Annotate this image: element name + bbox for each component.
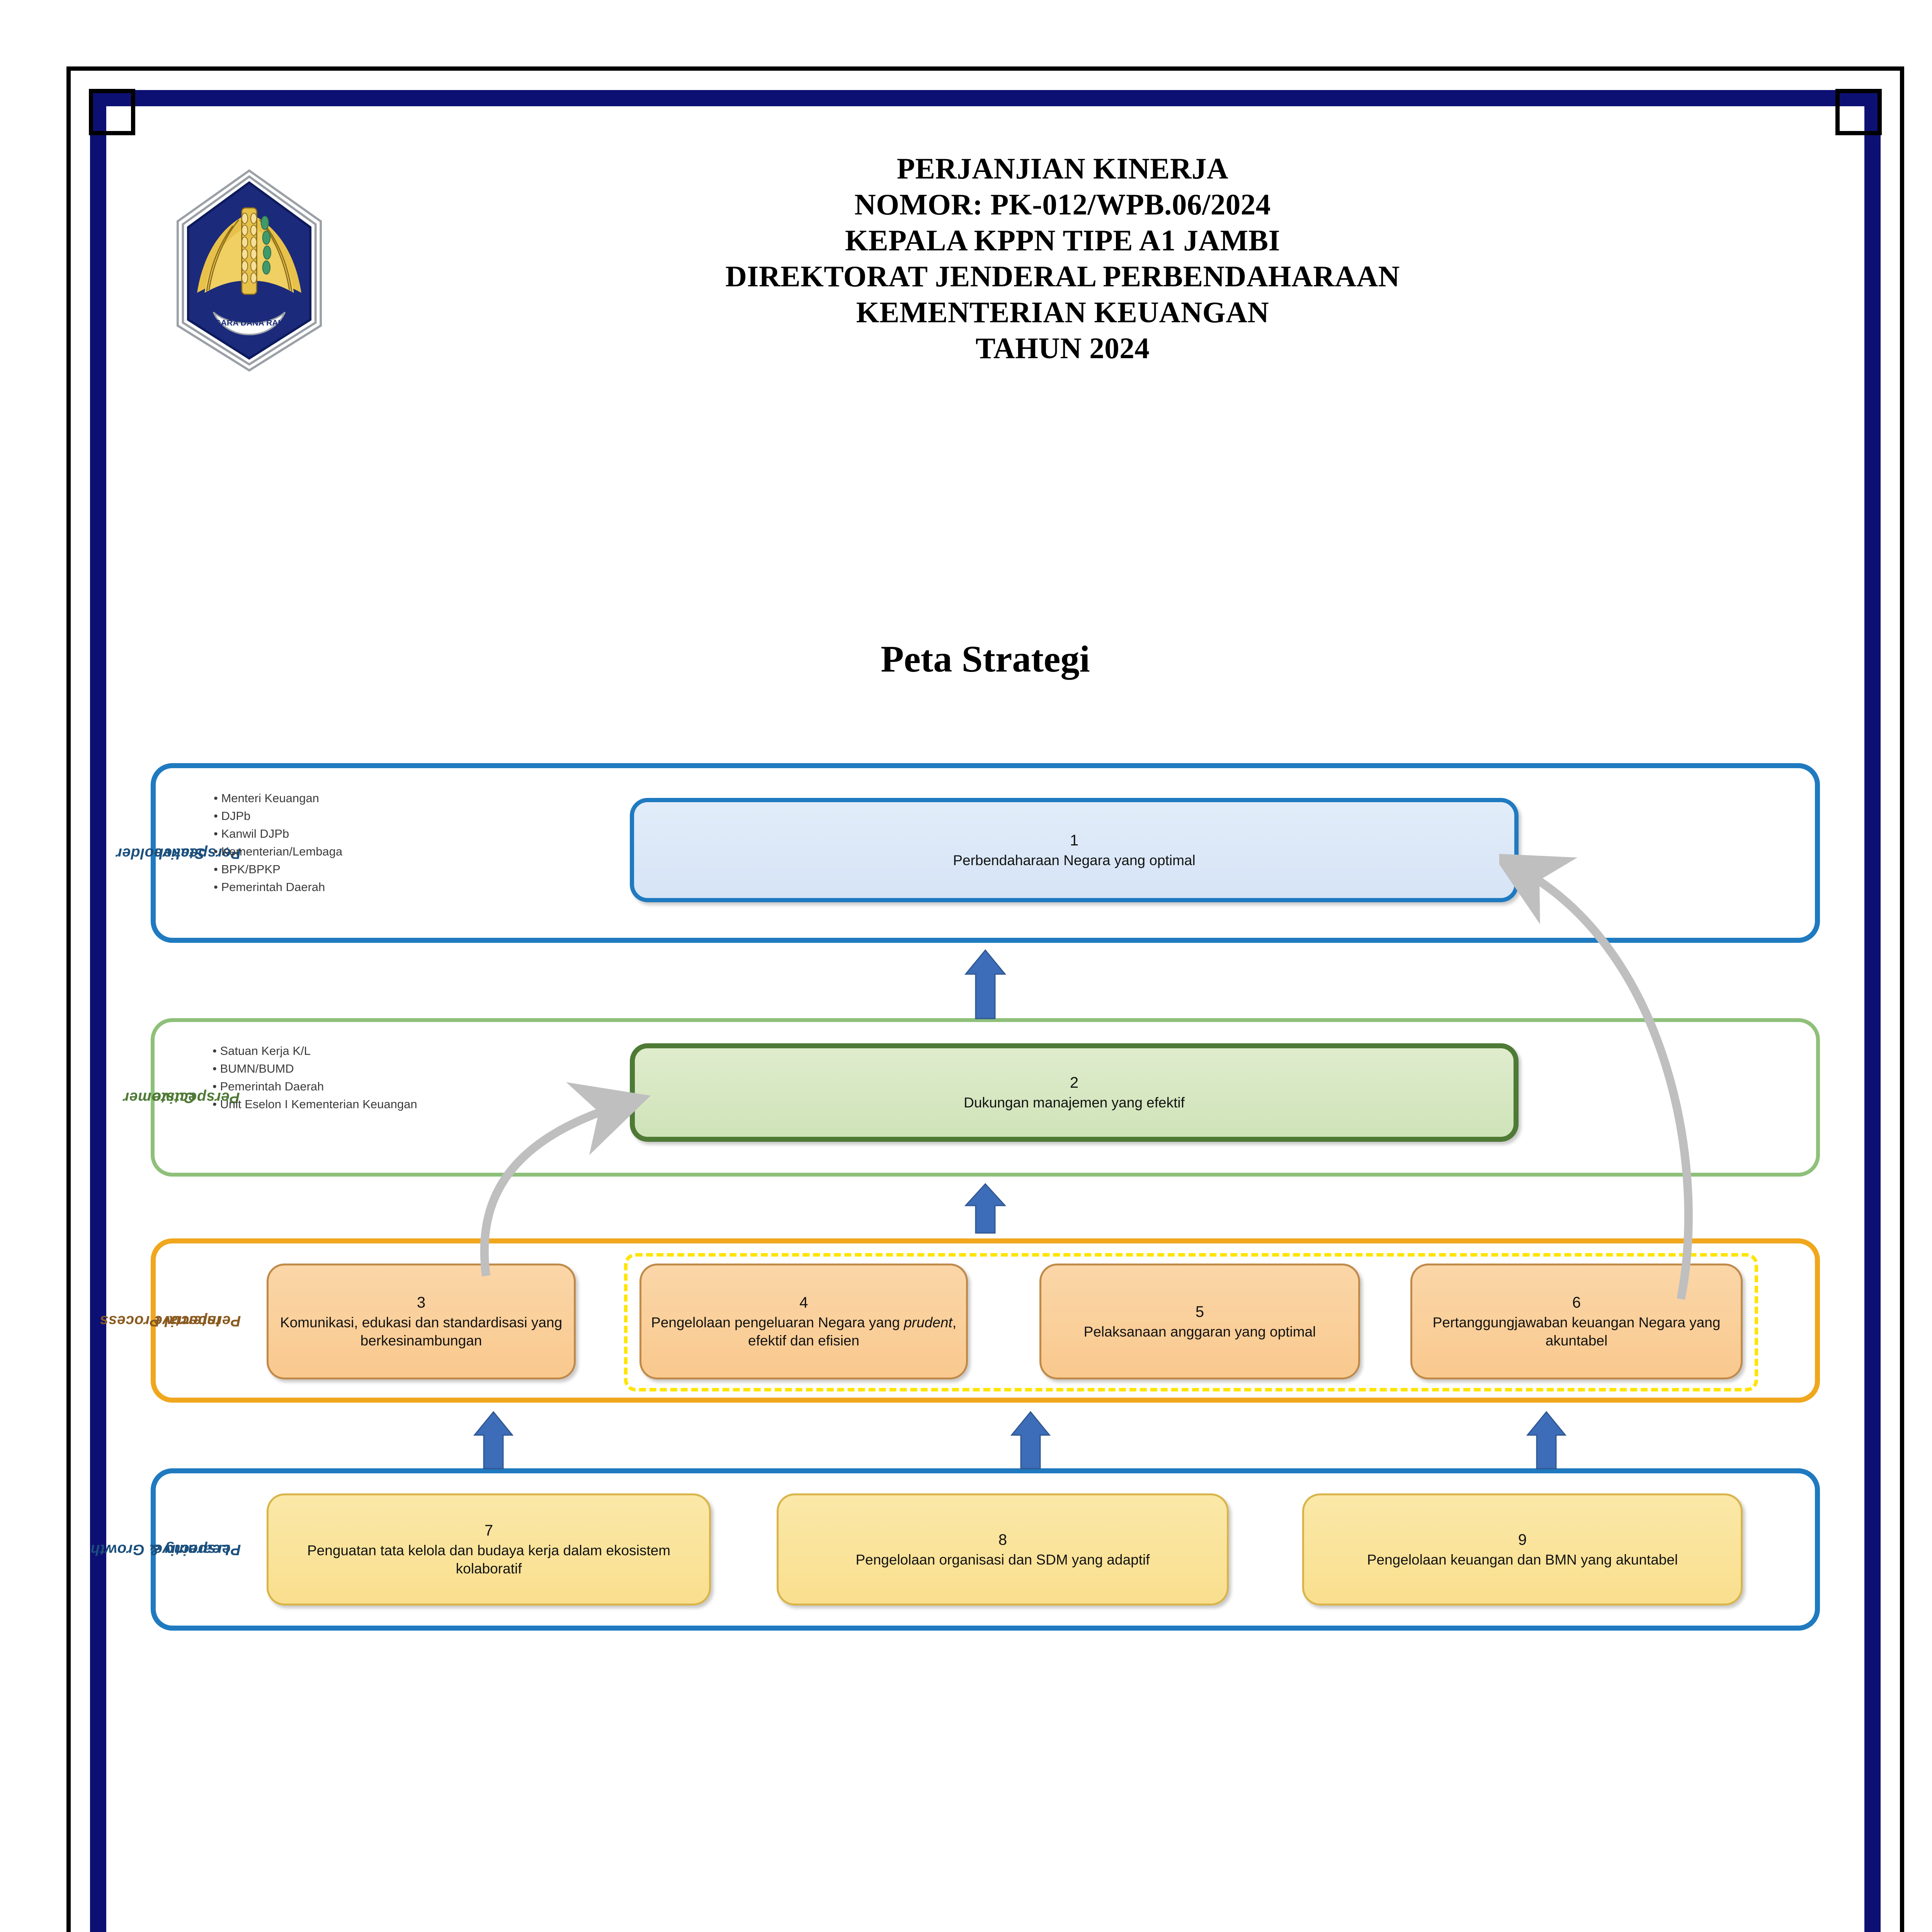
node-number: 3 (417, 1294, 426, 1311)
node-text: Pengelolaan keuangan dan BMN yang akunta… (1367, 1551, 1678, 1568)
strategy-node-2[interactable]: 2 Dukungan manajemen yang efektif (630, 1043, 1519, 1142)
curved-arrow-node6-to-node1-icon (1492, 823, 1739, 1308)
header-line-1: PERJANJIAN KINERJA (896, 152, 1229, 185)
header-line-3: KEPALA KPPN TIPE A1 JAMBI (845, 224, 1281, 257)
list-item: Satuan Kerja K/L (213, 1042, 417, 1060)
list-item: Pemerintah Daerah (213, 1078, 417, 1095)
strategy-node-3[interactable]: 3 Komunikasi, edukasi dan standardisasi … (267, 1264, 576, 1379)
arrow-up-internal-to-customer-icon (964, 1182, 1007, 1236)
list-item: Unit Eselon I Kementerian Keuangan (213, 1095, 417, 1113)
strategy-node-6[interactable]: 6 Pertanggungjawaban keuangan Negara yan… (1410, 1264, 1743, 1379)
internal-label-line2: Perspective (154, 1312, 241, 1329)
curved-arrow-node3-to-node2-icon (440, 1063, 657, 1281)
node-text: Komunikasi, edukasi dan standardisasi ya… (280, 1315, 563, 1349)
node-number: 1 (1070, 832, 1079, 849)
list-item: BUMN/BUMD (213, 1060, 417, 1078)
stakeholder-perspective-label: Stakeholder Perspective (116, 768, 241, 938)
node-text: Penguatan tata kelola dan budaya kerja d… (307, 1543, 670, 1577)
strategy-node-9[interactable]: 9 Pengelolaan keuangan dan BMN yang akun… (1302, 1493, 1743, 1605)
node-number: 7 (484, 1522, 493, 1539)
list-item: Menteri Keuangan (214, 789, 342, 807)
node-number: 8 (998, 1531, 1007, 1548)
node-text-pre: Pengelolaan pengeluaran Negara yang (651, 1315, 904, 1330)
node-text: Pengelolaan pengeluaran Negara yang prud… (641, 1313, 966, 1350)
highlight-group-outline (624, 1253, 1758, 1391)
node-text: Pengelolaan organisasi dan SDM yang adap… (855, 1551, 1150, 1568)
header-line-4: DIREKTORAT JENDERAL PERBENDAHARAAN (725, 260, 1400, 293)
node-text-post: , efektif dan efisien (748, 1315, 956, 1349)
header-line-2: NOMOR: PK-012/WPB.06/2024 (854, 188, 1271, 221)
strategy-node-4[interactable]: 4 Pengelolaan pengeluaran Negara yang pr… (639, 1264, 968, 1379)
node-text-emphasis: prudent (904, 1315, 952, 1330)
node-text: Dukungan manajemen yang efektif (964, 1095, 1185, 1111)
arrow-up-learning-to-internal-2-icon (1010, 1410, 1051, 1472)
page-title: Peta Strategi (881, 638, 1090, 680)
list-item: Kementerian/Lembaga (214, 843, 342, 861)
stakeholder-list: Menteri Keuangan DJPb Kanwil DJPb Kement… (214, 789, 342, 896)
node-text: Perbendaharaan Negara yang optimal (953, 852, 1196, 868)
node-number: 9 (1518, 1531, 1527, 1548)
header-line-5: KEMENTERIAN KEUANGAN (856, 296, 1269, 329)
node-text: Pelaksanaan anggaran yang optimal (1083, 1323, 1316, 1340)
customer-perspective-label: Customer Perspective (123, 1022, 240, 1173)
arrow-up-learning-to-internal-3-icon (1526, 1410, 1567, 1472)
kementerian-keuangan-logo-icon: NAGARA DANA RAKCA (166, 166, 332, 375)
list-item: Pemerintah Daerah (214, 878, 342, 896)
learning-label-line2: Perspective (154, 1541, 241, 1558)
node-text: Pertanggungjawaban keuangan Negara yang … (1432, 1315, 1721, 1349)
node-number: 6 (1572, 1294, 1581, 1311)
header-title-block: PERJANJIAN KINERJA NOMOR: PK-012/WPB.06/… (352, 151, 1774, 366)
strategy-node-1[interactable]: 1 Perbendaharaan Negara yang optimal (630, 798, 1519, 902)
strategy-node-7[interactable]: 7 Penguatan tata kelola dan budaya kerja… (267, 1493, 711, 1605)
list-item: BPK/BPKP (214, 861, 342, 878)
learning-growth-perspective-label: Learning & Growth Perspective (90, 1473, 241, 1626)
svg-text:NAGARA DANA RAKCA: NAGARA DANA RAKCA (202, 319, 296, 328)
node-number: 5 (1195, 1303, 1204, 1320)
node-number: 4 (799, 1294, 808, 1311)
arrow-up-learning-to-internal-1-icon (473, 1410, 514, 1472)
document-header: NAGARA DANA RAKCA PERJANJIAN KINERJA NOM… (166, 151, 1789, 421)
node-number: 2 (1070, 1074, 1079, 1091)
list-item: DJPb (214, 807, 342, 825)
strategy-node-8[interactable]: 8 Pengelolaan organisasi dan SDM yang ad… (777, 1493, 1229, 1605)
arrow-up-customer-to-stakeholder-icon (964, 949, 1007, 1022)
customer-list: Satuan Kerja K/L BUMN/BUMD Pemerintah Da… (213, 1042, 417, 1113)
internal-process-perspective-label: Internal Process Perspective (100, 1243, 241, 1398)
list-item: Kanwil DJPb (214, 825, 342, 843)
header-line-6: TAHUN 2024 (975, 332, 1150, 365)
strategy-node-5[interactable]: 5 Pelaksanaan anggaran yang optimal (1039, 1264, 1360, 1379)
